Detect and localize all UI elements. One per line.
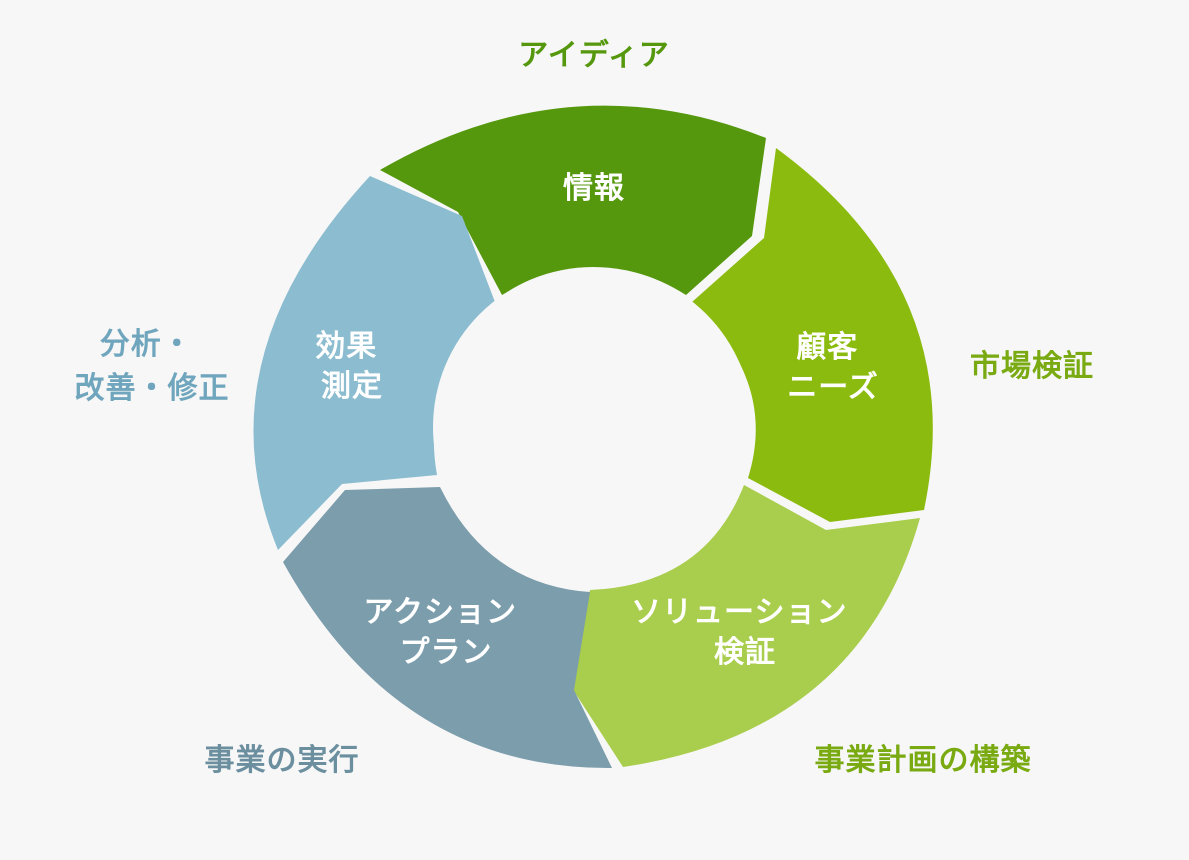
outer-label-line: 改善・修正: [75, 371, 230, 406]
outer-label-line: 分析・: [100, 327, 193, 362]
segment-label-info: 情報: [563, 171, 625, 206]
segment-label-line: 顧客: [796, 330, 858, 365]
segment-label-measure: 効果 測定: [315, 329, 388, 404]
outer-labels: アイディア 市場検証 事業計画の構築 事業の実行 分析・ 改善・修正: [75, 38, 1094, 778]
segment-label-line: ニーズ: [787, 370, 879, 405]
outer-label-line: 事業の実行: [205, 743, 360, 778]
segment-label-line: 測定: [321, 369, 383, 404]
outer-label-line: 事業計画の構築: [815, 743, 1032, 778]
segment-label-line: 検証: [714, 635, 776, 670]
segment-label-line: プラン: [400, 635, 493, 670]
outer-label-execute: 事業の実行: [205, 743, 360, 778]
segment-measure: [253, 176, 495, 550]
segment-label-line: アクション: [364, 595, 518, 630]
segment-info: [380, 105, 766, 295]
outer-label-line: アイディア: [518, 38, 669, 73]
segment-label-needs: 顧客 ニーズ: [787, 330, 879, 405]
segment-action: [283, 487, 612, 769]
segment-label-action: アクション プラン: [364, 595, 529, 670]
segment-labels: 情報 顧客 ニーズ ソリューション 検証 アクション プラン 効果 測定: [315, 171, 879, 670]
outer-label-plan: 事業計画の構築: [815, 743, 1032, 778]
segment-label-line: 情報: [563, 171, 625, 206]
segment-needs: [692, 148, 933, 522]
segment-label-line: ソリューション: [631, 595, 847, 630]
donut-hole: [433, 267, 753, 587]
segment-label-solution: ソリューション 検証: [631, 595, 859, 670]
outer-label-market: 市場検証: [970, 349, 1094, 384]
outer-label-idea: アイディア: [518, 38, 669, 73]
segment-solution: [570, 485, 920, 767]
segment-shapes: [253, 105, 933, 769]
outer-label-analyze: 分析・ 改善・修正: [75, 327, 230, 406]
outer-label-line: 市場検証: [970, 349, 1094, 384]
segment-label-line: 効果: [315, 329, 377, 364]
